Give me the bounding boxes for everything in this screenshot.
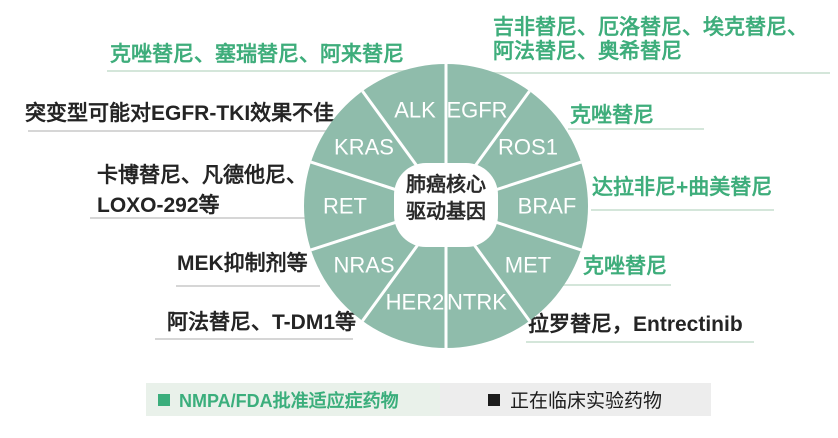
met-drugs-label: 克唑替尼 xyxy=(583,255,667,278)
gene-label-braf: BRAF xyxy=(518,194,577,219)
kras-note-underline xyxy=(28,130,336,132)
trial-square-icon xyxy=(488,393,500,406)
ntrk-drugs-underline xyxy=(526,341,754,343)
wheel-center-title-line1: 肺癌核心 xyxy=(406,174,486,196)
met-drugs-underline xyxy=(559,284,671,286)
gene-label-nras: NRAS xyxy=(333,253,394,278)
gene-label-ntrk: NTRK xyxy=(447,290,507,315)
gene-label-ros1: ROS1 xyxy=(498,135,558,160)
ros1-drugs-underline xyxy=(568,128,704,130)
gene-wheel: EGFR ROS1 BRAF MET NTRK HER2 NRAS RET KR… xyxy=(304,64,588,348)
her2-drugs-label: 阿法替尼、T-DM1等 xyxy=(167,311,356,334)
gene-label-egfr: EGFR xyxy=(446,98,507,123)
ret-drugs-label: 卡博替尼、凡德他尼、 LOXO-292等 xyxy=(97,161,307,221)
egfr-drugs-line1: 吉非替尼、厄洛替尼、埃克替尼、 xyxy=(493,16,808,39)
legend-trial: 正在临床实验药物 xyxy=(440,383,711,416)
ntrk-drugs-green-part: 拉罗替尼， xyxy=(528,313,633,336)
egfr-drugs-underline xyxy=(493,72,830,74)
ret-drugs-underline xyxy=(90,217,340,219)
wheel-center-title-line2: 驱动基因 xyxy=(406,201,486,223)
legend-trial-label: 正在临床实验药物 xyxy=(510,391,663,412)
ntrk-drugs-black-part: Entrectinib xyxy=(633,313,743,336)
legend-approved-label: NMPA/FDA批准适应症药物 xyxy=(179,390,399,411)
gene-label-her2: HER2 xyxy=(386,290,445,315)
alk-drugs-underline xyxy=(107,70,422,72)
ntrk-drugs-label: 拉罗替尼，Entrectinib xyxy=(528,313,743,337)
egfr-drugs-label: 吉非替尼、厄洛替尼、埃克替尼、 阿法替尼、奥希替尼 xyxy=(493,16,808,64)
wheel-center-title: 肺癌核心 驱动基因 xyxy=(394,172,498,226)
gene-label-alk: ALK xyxy=(394,98,436,123)
alk-drugs-label: 克唑替尼、塞瑞替尼、阿来替尼 xyxy=(110,43,404,66)
approved-square-icon xyxy=(158,393,170,406)
kras-note-label: 突变型可能对EGFR-TKI效果不佳 xyxy=(25,102,335,125)
legend-approved: NMPA/FDA批准适应症药物 xyxy=(146,383,440,416)
egfr-drugs-line2: 阿法替尼、奥希替尼 xyxy=(493,40,682,63)
ros1-drugs-label: 克唑替尼 xyxy=(570,104,654,127)
ret-drugs-line1: 卡博替尼、凡德他尼、 xyxy=(97,164,307,187)
nras-drugs-underline xyxy=(176,285,320,287)
gene-label-kras: KRAS xyxy=(334,135,394,160)
nras-drugs-label: MEK抑制剂等 xyxy=(177,252,308,275)
braf-drugs-label: 达拉非尼+曲美替尼 xyxy=(592,176,773,199)
gene-label-met: MET xyxy=(505,253,551,278)
wheel-center-blob xyxy=(394,163,498,247)
ret-drugs-line2: LOXO-292等 xyxy=(97,194,220,217)
gene-labels: EGFR ROS1 BRAF MET NTRK HER2 NRAS RET KR… xyxy=(323,98,576,315)
her2-drugs-underline xyxy=(155,338,353,340)
gene-label-ret: RET xyxy=(323,194,367,219)
braf-drugs-underline xyxy=(591,209,774,211)
